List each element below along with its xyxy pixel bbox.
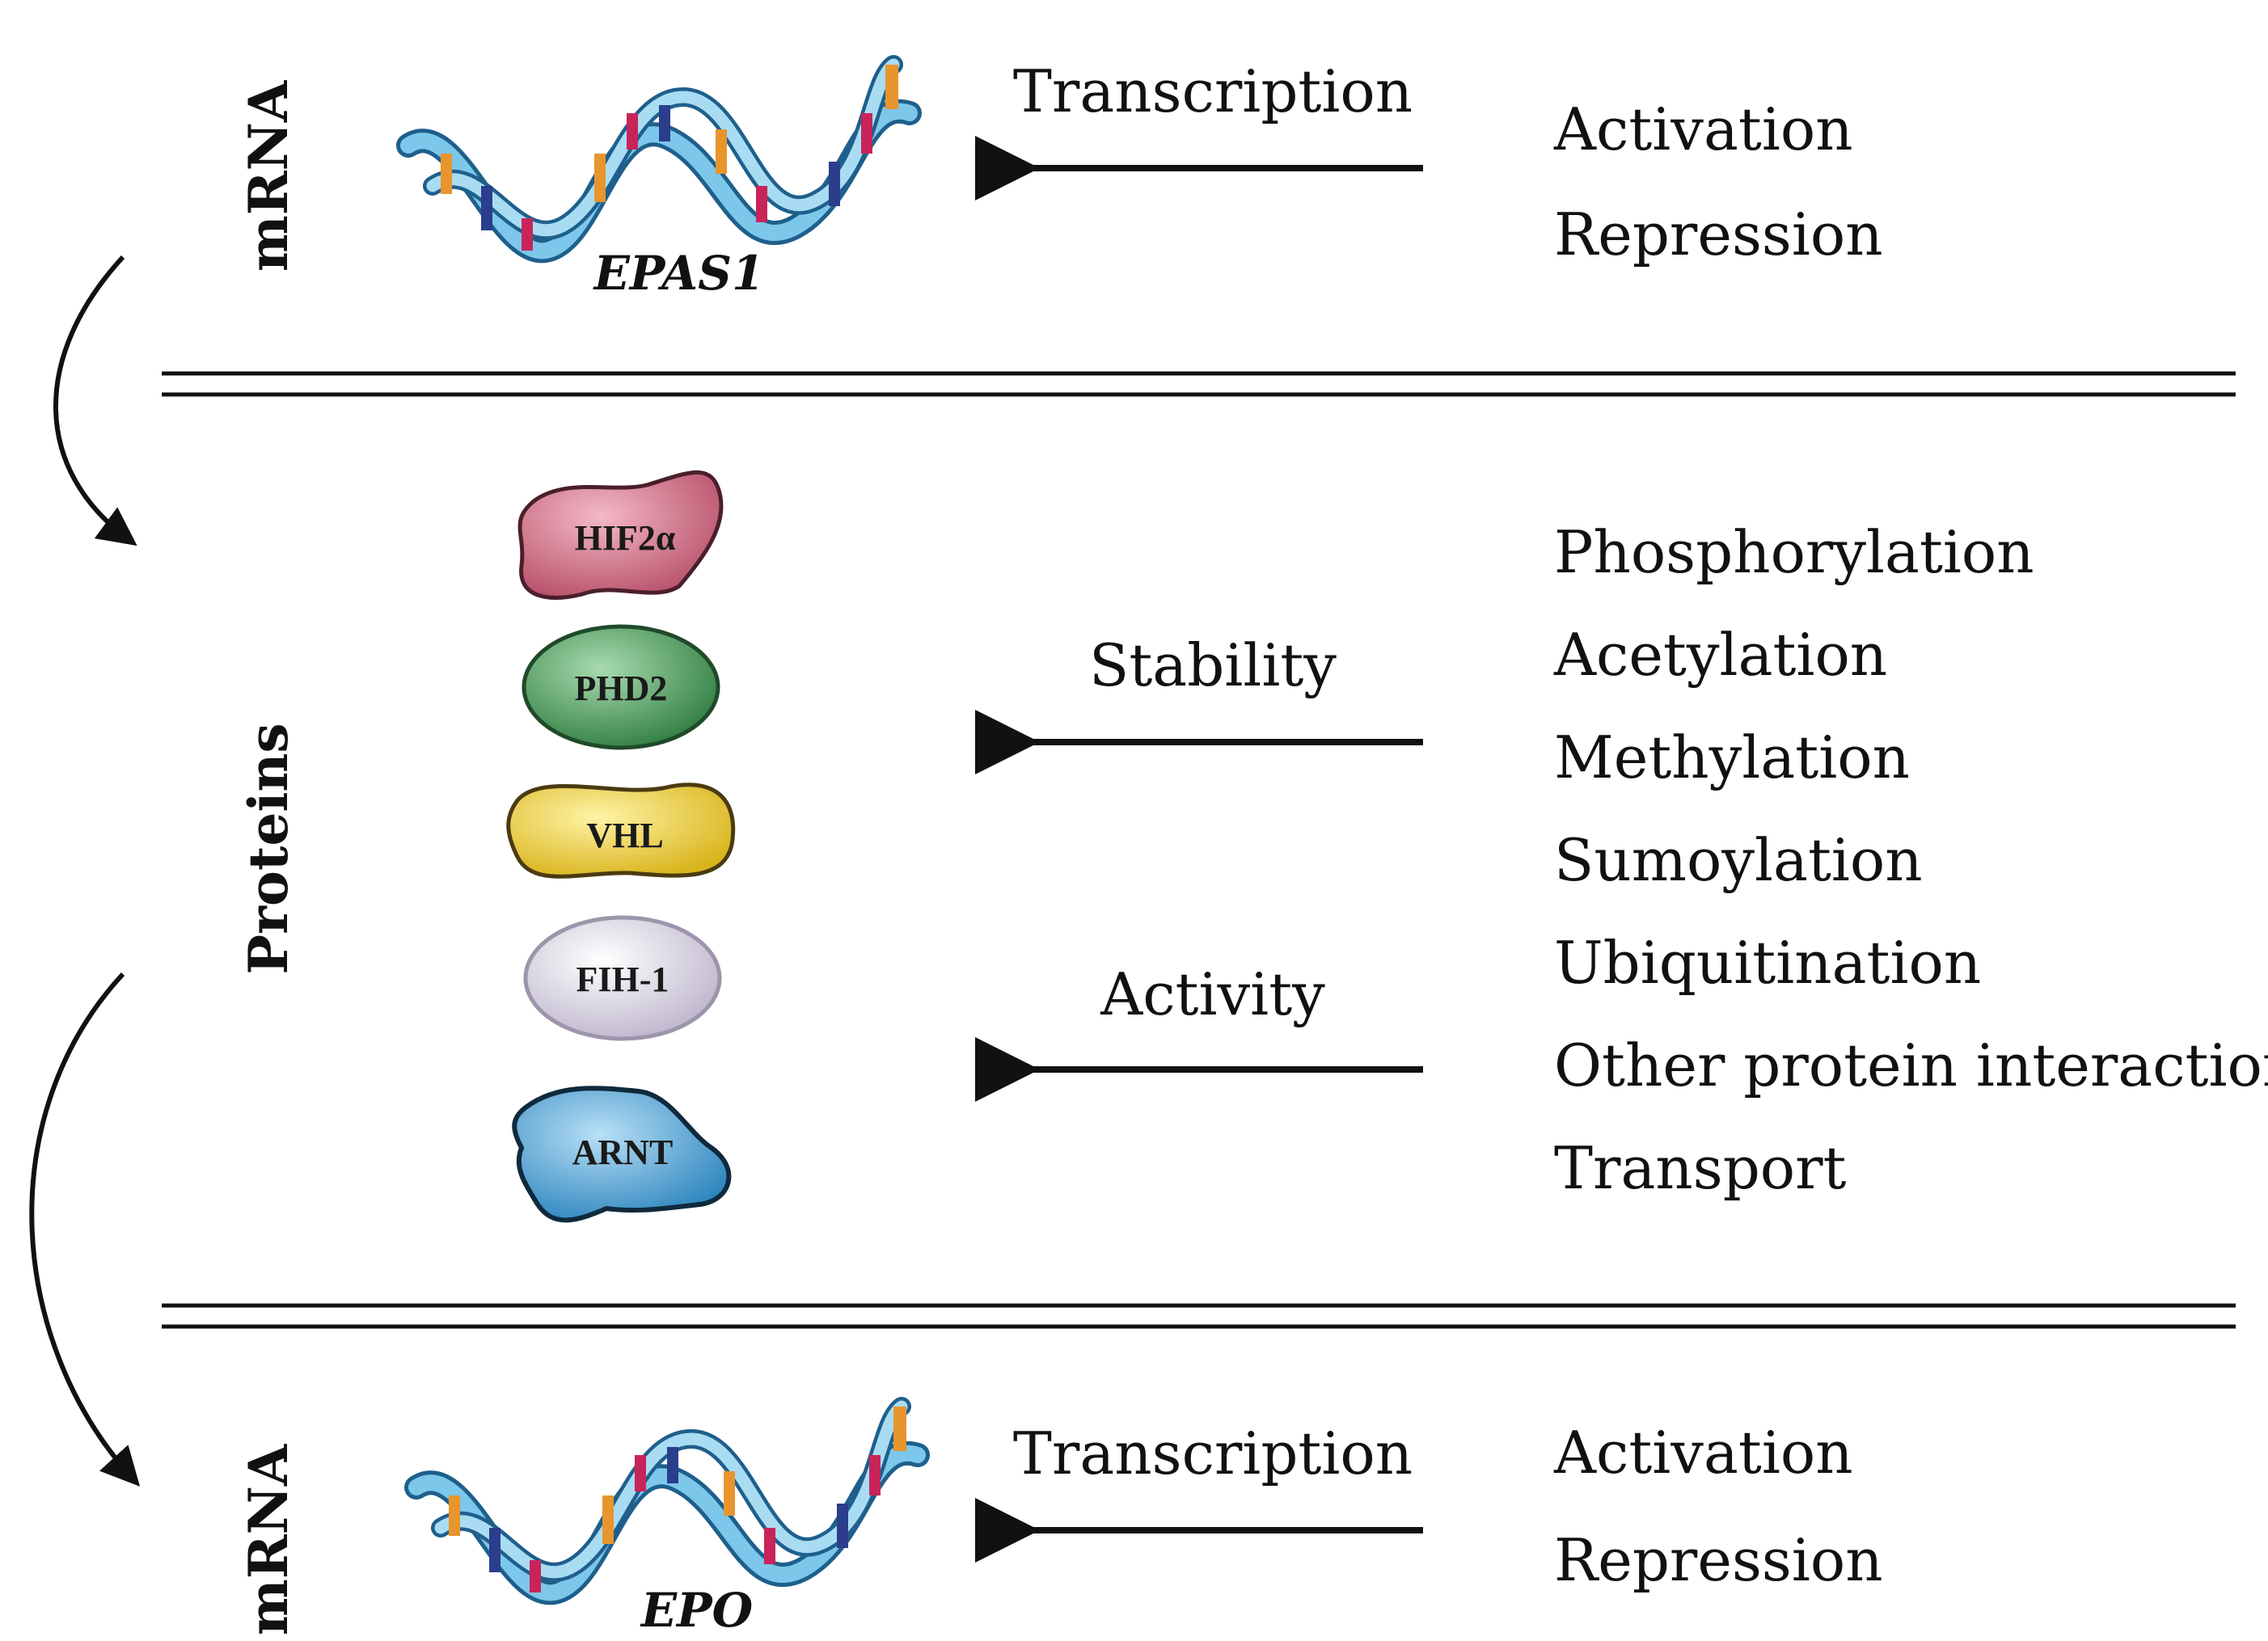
protein-arnt: ARNT [512, 1086, 732, 1223]
flow-arrow-mrna-to-protein [53, 255, 137, 546]
modifier-phosphorylation: Phosphorylation [1554, 518, 2034, 586]
modifier-methylation: Methylation [1554, 723, 1910, 791]
flow-arrow-protein-to-mrna [29, 972, 141, 1487]
modifier-other-protein-interaction: Other protein interaction [1554, 1031, 2268, 1099]
dna-helix-epo [404, 1397, 930, 1605]
protein-label-hif2a: HIF2α [575, 518, 676, 558]
modifier-sumoylation: Sumoylation [1554, 826, 1923, 894]
protein-label-arnt: ARNT [572, 1133, 674, 1172]
protein-hif2a: HIF2α [517, 470, 724, 600]
arrow-label-stability: Stability [1089, 631, 1337, 699]
arrow-label-transcription-top: Transcription [1013, 57, 1413, 125]
protein-fih1: FIH-1 [523, 915, 722, 1041]
divider-bottom [162, 1303, 2236, 1329]
protein-phd2: PHD2 [522, 624, 720, 750]
dna-helix-epas1 [396, 55, 922, 264]
arrow-label-transcription-bottom: Transcription [1013, 1420, 1413, 1487]
protein-label-phd2: PHD2 [575, 669, 668, 708]
side-label-bottom: mRNA [237, 1444, 300, 1635]
side-label-middle: Proteins [237, 723, 300, 974]
modifier-bottom-repression: Repression [1554, 1526, 1883, 1594]
modifier-top-repression: Repression [1554, 200, 1883, 268]
modifier-top-activation: Activation [1553, 95, 1853, 163]
arrow-label-activity: Activity [1100, 960, 1325, 1028]
modifier-acetylation: Acetylation [1553, 621, 1887, 689]
gene-label-epas1: EPAS1 [593, 246, 765, 301]
gene-label-epo: EPO [640, 1583, 754, 1637]
protein-label-fih1: FIH-1 [577, 960, 669, 999]
protein-label-vhl: VHL [586, 816, 663, 855]
side-label-top: mRNA [237, 80, 300, 272]
modifier-transport: Transport [1554, 1134, 1847, 1202]
protein-vhl: VHL [506, 783, 736, 879]
modifier-bottom-activation: Activation [1553, 1419, 1853, 1487]
modifier-ubiquitination: Ubiquitination [1554, 929, 1981, 997]
divider-top [162, 371, 2236, 397]
